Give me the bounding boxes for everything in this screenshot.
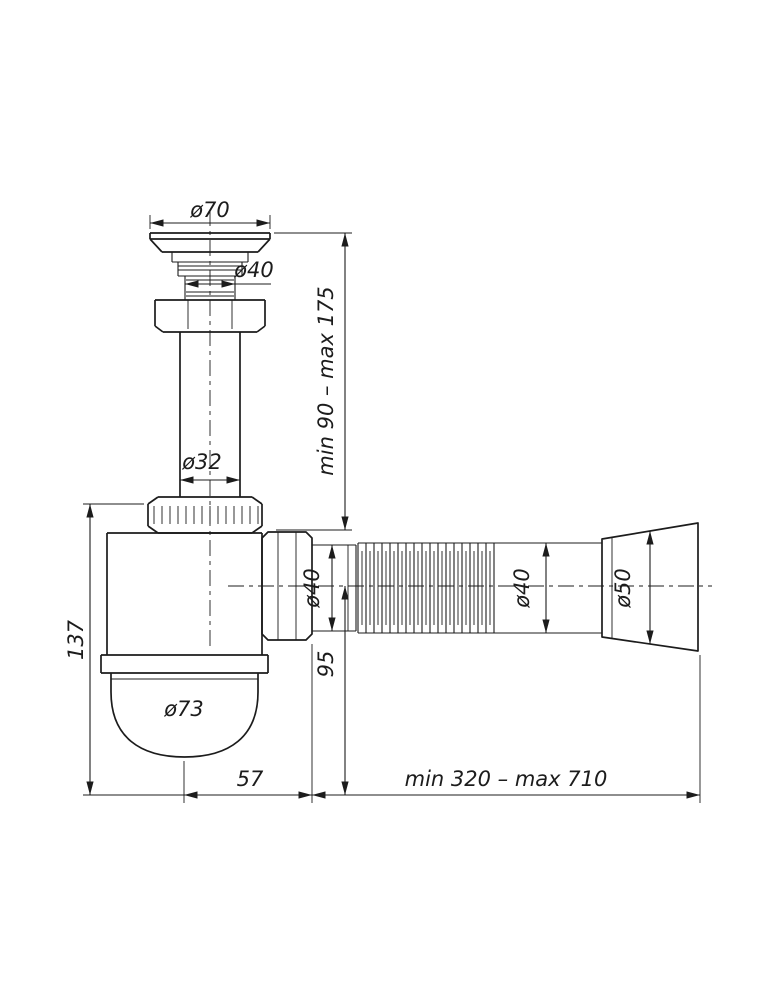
label-inlet-pipe-diameter: ø32: [181, 450, 222, 474]
label-strainer-outlet-diameter: ø40: [233, 258, 274, 282]
trap-cup-dome: [110, 673, 259, 758]
label-flange-diameter: ø70: [189, 198, 230, 222]
sink-strainer: [149, 232, 271, 497]
corrugation-rails: [358, 542, 494, 634]
cup-coupling-ring: [100, 654, 269, 674]
corrugation-ridges-long: [357, 543, 495, 633]
label-outlet-connection-diameter: ø40: [300, 568, 324, 609]
dimension-lines: [86, 219, 700, 799]
label-cuff-diameter: ø50: [611, 568, 635, 609]
trap-body: [100, 496, 269, 758]
flange-outline: [149, 232, 271, 253]
trap-cylinder: [106, 532, 263, 655]
outlet-nut-facets: [277, 532, 297, 640]
lower-union-nut: [147, 496, 263, 534]
upper-nut-facets: [187, 300, 233, 329]
label-cup-diameter: ø73: [163, 697, 204, 721]
corrugation-ridges-short: [361, 551, 491, 625]
label-hose-end-diameter: ø40: [510, 568, 534, 609]
label-inlet-height-range: min 90 – max 175: [314, 286, 338, 475]
strainer-grate-lines: [178, 265, 242, 271]
lower-nut-knurling: [153, 506, 259, 524]
strainer-cup: [171, 252, 249, 277]
label-outlet-axis-drop: 95: [314, 651, 338, 678]
label-trap-height: 137: [64, 619, 88, 660]
centerlines: [209, 210, 712, 650]
label-axis-to-hose-offset: 57: [237, 767, 264, 791]
dimension-labels: ø70 ø40 min 90 – max 175 ø32 137 ø40 95 …: [64, 198, 635, 791]
tailpiece-thread-lines: [186, 279, 234, 297]
inlet-pipe: [179, 332, 241, 497]
upper-union-nut: [154, 299, 266, 333]
strainer-tailpiece: [184, 276, 236, 300]
outlet-union-nut: [261, 531, 313, 641]
label-hose-length-range: min 320 – max 710: [405, 767, 608, 791]
end-cuff: [601, 522, 699, 652]
